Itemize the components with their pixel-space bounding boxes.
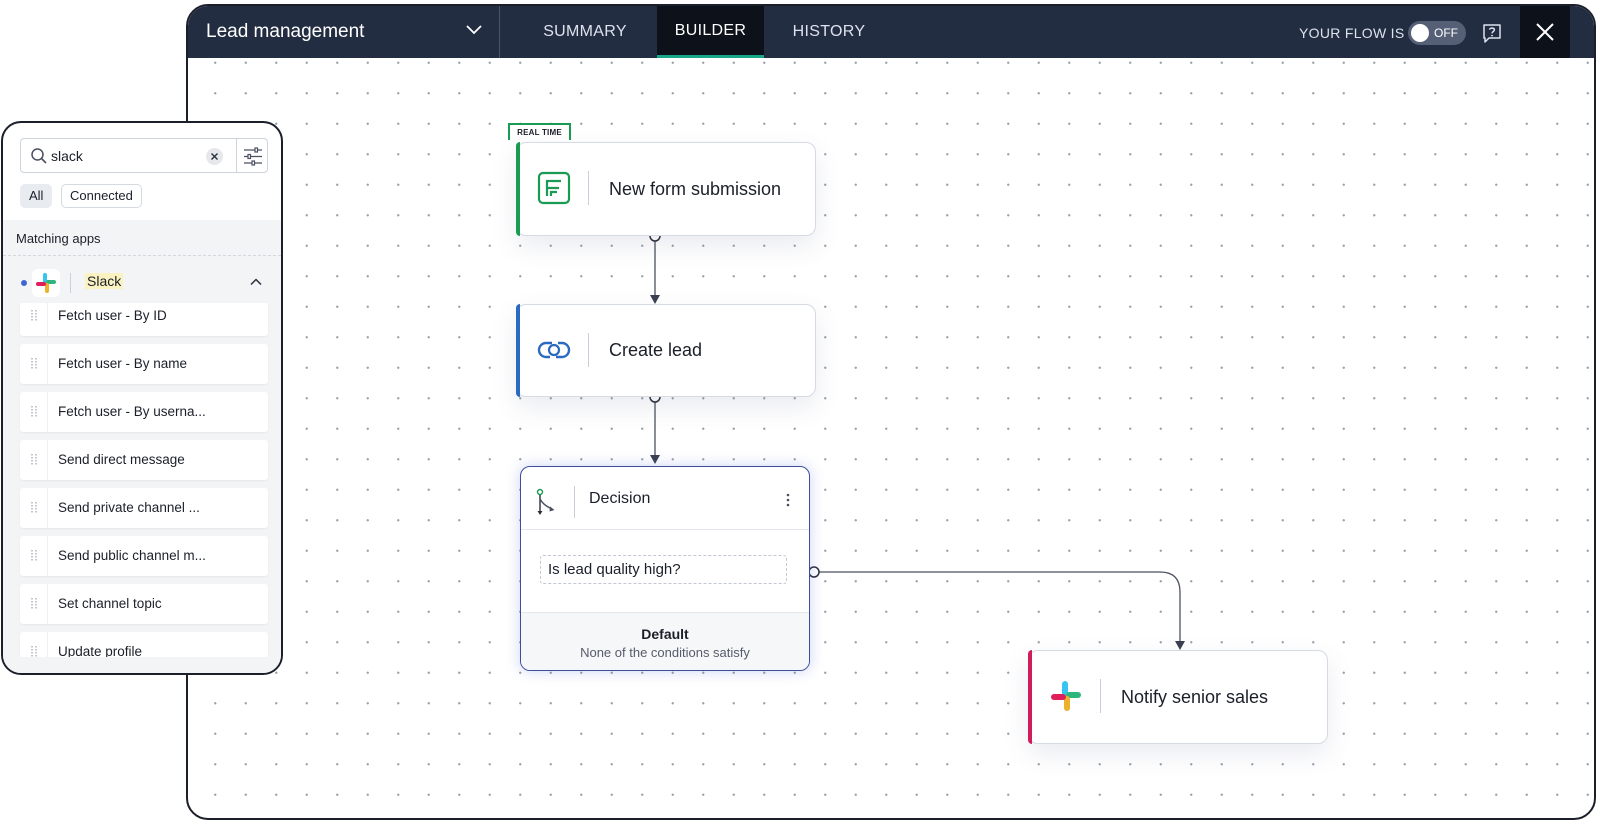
action-label: Fetch user - By name [58, 356, 188, 371]
action-item[interactable]: Set channel topic [20, 584, 268, 624]
filter-button[interactable] [236, 138, 268, 173]
sliders-icon [244, 147, 262, 166]
search-input[interactable] [51, 146, 201, 166]
connected-dot [21, 280, 27, 286]
filter-chip-connected[interactable]: Connected [61, 184, 142, 208]
tab-builder[interactable]: BUILDER [657, 6, 764, 58]
decision-node[interactable]: Decision Is lead quality high? Default N… [520, 466, 810, 671]
close-button[interactable] [1520, 6, 1570, 58]
action-item[interactable]: Fetch user - By ID [20, 303, 268, 336]
app-divider [70, 273, 71, 293]
drag-handle-icon[interactable] [31, 405, 37, 419]
action-label: Send direct message [58, 452, 185, 467]
drag-handle-icon[interactable] [31, 357, 37, 371]
app-name: Slack [85, 273, 124, 289]
question-icon[interactable] [1480, 21, 1504, 45]
action-item[interactable]: Fetch user - By userna... [20, 392, 268, 432]
flow-builder-window: Lead management SUMMARY BUILDER HISTORY … [186, 4, 1596, 820]
action-label: Fetch user - By userna... [58, 404, 206, 419]
node-accent [516, 142, 520, 236]
default-subtitle: None of the conditions satisfy [580, 645, 750, 660]
create-lead-label: Create lead [609, 340, 703, 360]
tab-summary[interactable]: SUMMARY [543, 23, 627, 40]
kebab-menu-icon[interactable] [783, 492, 793, 508]
node-divider [588, 333, 589, 367]
flow-status-label: YOUR FLOW IS [1299, 25, 1405, 41]
action-divider [47, 392, 48, 432]
notify-label: Notify senior sales [1121, 686, 1269, 707]
action-label: Send public channel m... [58, 548, 206, 563]
clear-search-button[interactable] [206, 148, 223, 165]
create-lead-node[interactable]: Create lead [516, 304, 816, 397]
condition-branch[interactable]: Is lead quality high? [540, 555, 787, 584]
slack-icon [32, 269, 60, 297]
slack-actions-list[interactable]: Fetch user - By ID Fetch user - By name … [3, 303, 281, 657]
crm-icon [537, 341, 571, 359]
tab-history[interactable]: HISTORY [792, 23, 866, 40]
flow-toggle[interactable]: OFF [1408, 21, 1466, 45]
real-time-badge: REAL TIME [508, 123, 571, 140]
drag-handle-icon[interactable] [31, 309, 37, 323]
toggle-state: OFF [1434, 26, 1458, 40]
filter-chip-all[interactable]: All [20, 184, 53, 208]
action-label: Update profile [58, 644, 143, 657]
action-divider [47, 632, 48, 657]
close-icon [1536, 23, 1554, 41]
trigger-label: New form submission [609, 178, 782, 199]
action-label: Send private channel ... [58, 500, 200, 515]
toggle-knob [1411, 24, 1429, 42]
trigger-node[interactable]: New form submission [516, 142, 816, 236]
drag-handle-icon[interactable] [31, 597, 37, 611]
app-row-slack[interactable]: Slack [3, 261, 281, 303]
section-label: Matching apps [16, 231, 101, 246]
search-icon [31, 148, 47, 164]
action-divider [47, 488, 48, 528]
forms-icon [537, 171, 571, 205]
node-divider [588, 171, 589, 205]
action-divider [47, 584, 48, 624]
action-label: Set channel topic [58, 596, 162, 611]
action-item[interactable]: Send public channel m... [20, 536, 268, 576]
action-label: Fetch user - By ID [58, 308, 167, 323]
drag-handle-icon[interactable] [31, 453, 37, 467]
section-divider [3, 255, 281, 256]
action-divider [47, 303, 48, 336]
chevron-down-icon[interactable] [464, 20, 484, 40]
decision-title: Decision [589, 490, 651, 507]
drag-handle-icon[interactable] [31, 501, 37, 515]
notify-node[interactable]: Notify senior sales [1028, 650, 1328, 744]
branch-icon [536, 488, 555, 515]
action-divider [47, 536, 48, 576]
close-icon [211, 153, 218, 160]
flow-title: Lead management [206, 21, 365, 42]
default-title: Default [641, 626, 689, 642]
action-item[interactable]: Send private channel ... [20, 488, 268, 528]
title-divider [499, 6, 500, 58]
decision-divider [574, 486, 575, 518]
action-item[interactable]: Send direct message [20, 440, 268, 480]
node-accent [516, 304, 520, 397]
action-item[interactable]: Fetch user - By name [20, 344, 268, 384]
decision-header: Decision [521, 467, 809, 530]
action-divider [47, 344, 48, 384]
node-accent [1028, 650, 1032, 744]
drag-handle-icon[interactable] [31, 645, 37, 657]
action-item[interactable]: Update profile [20, 632, 268, 657]
action-divider [47, 440, 48, 480]
builder-canvas[interactable] [188, 58, 1594, 818]
apps-panel: All Connected Matching apps Slack Fetch … [1, 121, 283, 675]
search-box [20, 138, 237, 173]
default-branch[interactable]: Default None of the conditions satisfy [521, 612, 809, 670]
node-divider [1100, 679, 1101, 713]
slack-icon [1051, 681, 1081, 711]
top-bar: Lead management SUMMARY BUILDER HISTORY … [188, 6, 1594, 58]
chevron-up-icon[interactable] [249, 275, 263, 289]
drag-handle-icon[interactable] [31, 549, 37, 563]
